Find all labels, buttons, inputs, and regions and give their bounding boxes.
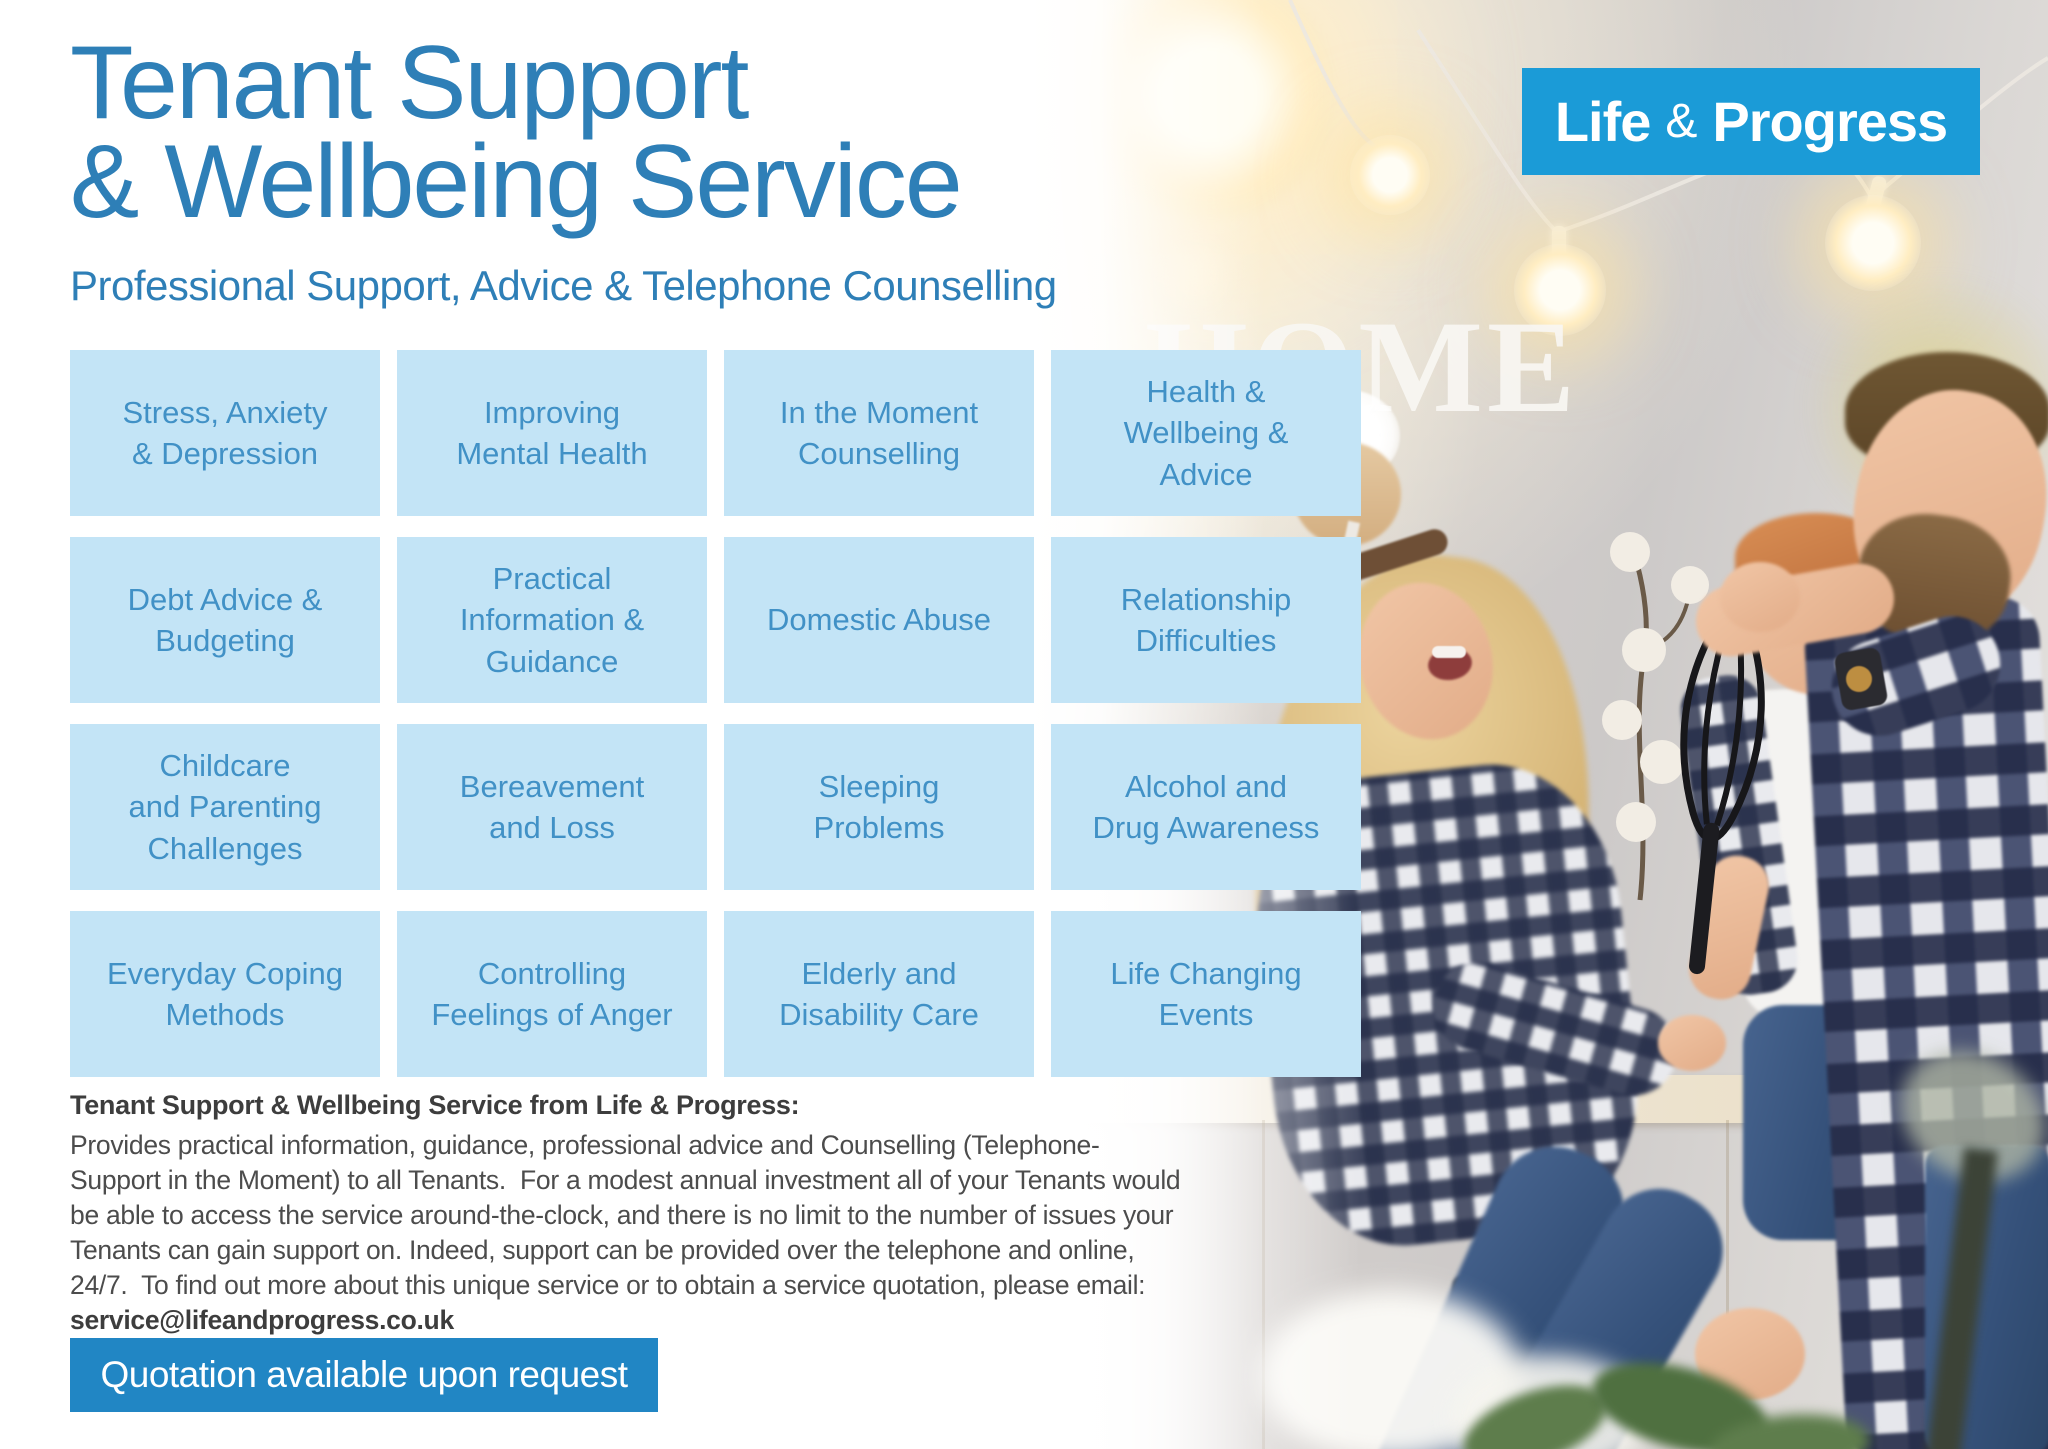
logo-word: Life	[1554, 90, 1652, 153]
about-section: Tenant Support & Wellbeing Service from …	[70, 1090, 1185, 1338]
service-tile: Relationship Difficulties	[1051, 537, 1361, 703]
string-light-bulb	[1350, 135, 1430, 215]
service-tile-label: Relationship Difficulties	[1120, 581, 1292, 658]
about-body: Provides practical information, guidance…	[70, 1128, 1185, 1338]
service-tile: Practical Information & Guidance	[397, 537, 707, 703]
service-tile-label: Health & Wellbeing & Advice	[1123, 374, 1289, 492]
wristwatch-face	[1846, 666, 1872, 692]
service-tile-label: Everyday Coping Methods	[106, 955, 344, 1032]
page-subtitle: Professional Support, Advice & Telephone…	[70, 262, 1057, 309]
service-tile-label: Childcare and Parenting Challenges	[128, 748, 322, 866]
service-tile-label: In the Moment Counselling	[779, 394, 979, 471]
about-body-text: Provides practical information, guidance…	[70, 1130, 1188, 1300]
cotton-branch	[1602, 532, 1709, 901]
quotation-button[interactable]: Quotation available upon request	[70, 1338, 658, 1412]
services-grid: Stress, Anxiety & Depression Improving M…	[70, 350, 1361, 1077]
service-tile: Controlling Feelings of Anger	[397, 911, 707, 1077]
service-tile: Stress, Anxiety & Depression	[70, 350, 380, 516]
father-hand	[1720, 562, 1800, 632]
service-tile-label: Domestic Abuse	[767, 602, 991, 638]
string-light-bulb	[1825, 195, 1921, 291]
logo: Life & Progress	[1522, 68, 1980, 175]
service-tile: Health & Wellbeing & Advice	[1051, 350, 1361, 516]
service-tile: Life Changing Events	[1051, 911, 1361, 1077]
string-light-bulb	[1514, 244, 1606, 336]
service-tile-label: Practical Information & Guidance	[459, 561, 645, 679]
service-tile-label: Elderly and Disability Care	[779, 955, 979, 1032]
logo-ampersand: &	[1665, 95, 1698, 148]
page-title-line2: & Wellbeing Service	[70, 124, 963, 240]
service-tile-label: Life Changing Events	[1110, 955, 1302, 1032]
service-tile: In the Moment Counselling	[724, 350, 1034, 516]
service-tile: Childcare and Parenting Challenges	[70, 724, 380, 890]
service-tile-label: Alcohol and Drug Awareness	[1092, 768, 1320, 845]
service-tile: Debt Advice & Budgeting	[70, 537, 380, 703]
about-heading: Tenant Support & Wellbeing Service from …	[70, 1090, 800, 1120]
service-tile: Improving Mental Health	[397, 350, 707, 516]
service-tile-label: Bereavement and Loss	[459, 768, 645, 845]
service-tile-label: Sleeping Problems	[813, 768, 945, 845]
header: Tenant Support & Wellbeing Service Profe…	[70, 25, 1057, 310]
service-tile-label: Improving Mental Health	[456, 394, 648, 471]
logo-word: Progress	[1712, 90, 1948, 153]
service-tile: Sleeping Problems	[724, 724, 1034, 890]
service-tile: Alcohol and Drug Awareness	[1051, 724, 1361, 890]
service-tile: Domestic Abuse	[724, 537, 1034, 703]
mother-teeth	[1432, 646, 1466, 658]
service-tile: Elderly and Disability Care	[724, 911, 1034, 1077]
service-tile-label: Debt Advice & Budgeting	[127, 581, 323, 658]
service-tile-label: Controlling Feelings of Anger	[431, 955, 673, 1032]
email-address: service@lifeandprogress.co.uk	[70, 1305, 454, 1335]
service-tile: Everyday Coping Methods	[70, 911, 380, 1077]
service-tile-label: Stress, Anxiety & Depression	[122, 394, 328, 471]
service-tile: Bereavement and Loss	[397, 724, 707, 890]
page-title-line1: Tenant Support	[70, 25, 749, 141]
family-photo: HOME	[1030, 0, 2048, 1449]
mother-hand	[1658, 1015, 1726, 1071]
